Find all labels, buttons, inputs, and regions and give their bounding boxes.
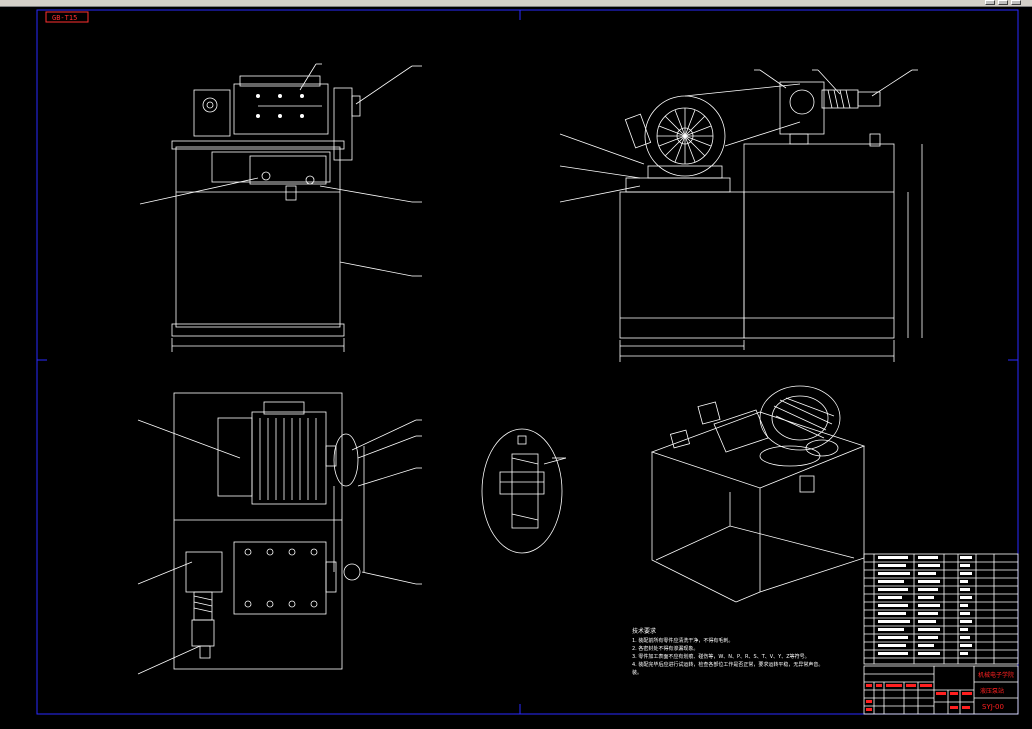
sheet-tag-text: GB-T15 xyxy=(52,14,77,22)
drawing-name: 液压泵站 xyxy=(980,687,1004,695)
note-line-3: 3. 零件加工表面不应有划痕、碰伤等，W、N、P、R、S、T、V、Y、Z等符号。 xyxy=(632,653,810,660)
school-name: 机械电子学院 xyxy=(978,671,1014,679)
note-line-1: 1. 装配前所有零件应清洗干净，不得有毛刺。 xyxy=(632,637,733,644)
sheet-border xyxy=(36,9,1019,715)
note-line-2: 2. 各密封处不得有渗漏现象。 xyxy=(632,645,698,652)
technical-notes: 技术要求 1. 装配前所有零件应清洗干净，不得有毛刺。 2. 各密封处不得有渗漏… xyxy=(632,627,823,676)
note-line-5: 装。 xyxy=(632,669,642,676)
sheet-tag: GB-T15 xyxy=(45,11,89,23)
cad-drawing-canvas[interactable]: GB-T15 xyxy=(0,6,1032,724)
isometric-view xyxy=(650,385,866,603)
cad-title-strip xyxy=(0,0,1032,7)
drawing-code: SYJ-00 xyxy=(982,703,1004,711)
top-view xyxy=(137,392,422,675)
parts-list xyxy=(863,553,1019,665)
notes-heading: 技术要求 xyxy=(632,627,656,635)
side-view xyxy=(559,69,923,362)
bottom-strip xyxy=(0,724,1032,729)
front-view xyxy=(139,63,422,352)
minimize-button[interactable] xyxy=(985,0,995,5)
title-block: 机械电子学院 液压泵站 SYJ-00 xyxy=(863,665,1019,715)
detail-view xyxy=(481,428,567,554)
maximize-button[interactable] xyxy=(998,0,1008,5)
note-line-4: 4. 装配完毕后应进行试运转，检查各部位工作是否正常，要求运转平稳，无异常声音。 xyxy=(632,661,823,668)
close-button[interactable] xyxy=(1011,0,1021,5)
